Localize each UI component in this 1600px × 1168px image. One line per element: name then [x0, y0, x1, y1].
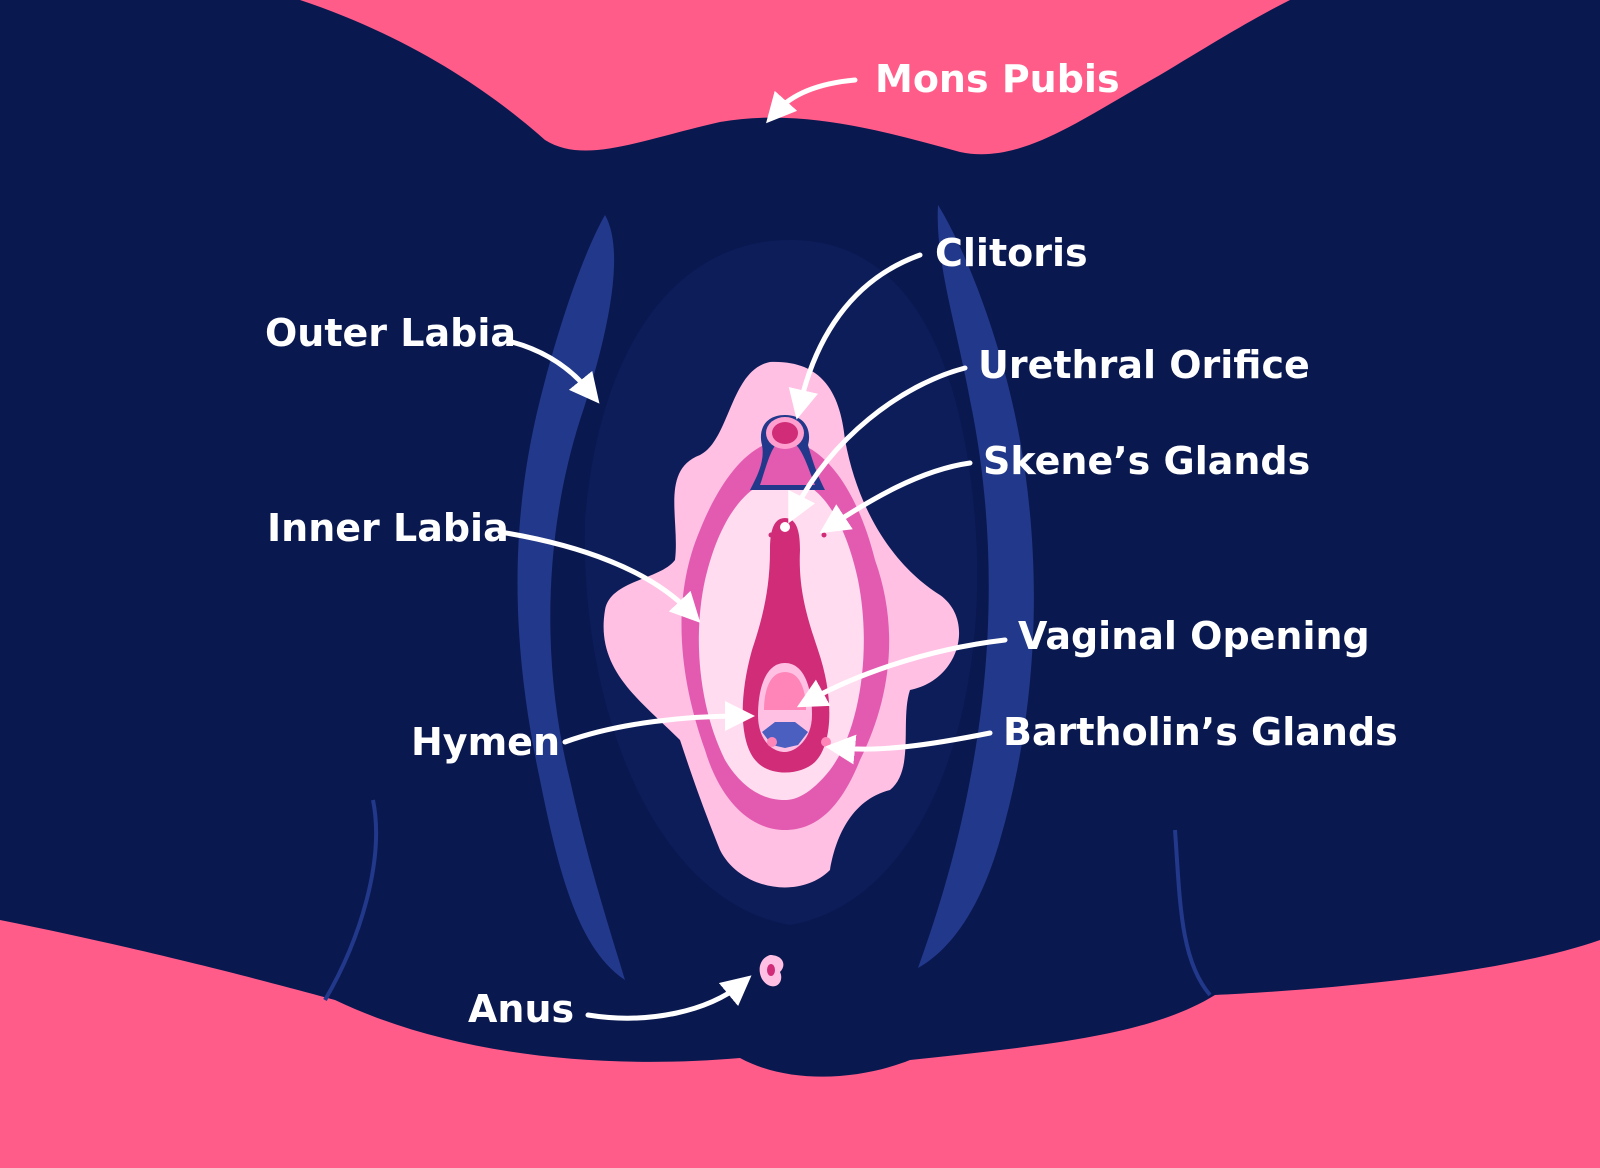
label-anus: Anus	[468, 987, 574, 1031]
outer-labia-left	[517, 215, 625, 980]
arrow-bartholins-glands	[825, 730, 993, 765]
label-bartholins-glands: Bartholin’s Glands	[1003, 710, 1398, 754]
clitoral-frenulum	[760, 440, 815, 485]
arrow-outer-labia	[509, 339, 600, 404]
arrow-mons-pubis	[766, 77, 858, 124]
label-inner-labia: Inner Labia	[267, 506, 509, 550]
thigh-crease-left	[323, 799, 378, 1002]
mons-pubis-region	[300, 0, 1290, 155]
anus-opening	[767, 964, 775, 976]
label-hymen: Hymen	[411, 720, 560, 764]
arrow-clitoris	[788, 252, 923, 420]
arrow-hymen	[562, 701, 755, 745]
arrow-urethral-orifice	[788, 365, 968, 524]
clitoris-glans	[772, 422, 798, 444]
arrow-inner-labia	[497, 529, 701, 623]
arrow-anus	[585, 975, 752, 1021]
thigh-crease-right	[1173, 829, 1212, 997]
vaginal-opening-inner	[764, 672, 806, 710]
skenes-gland-l	[768, 532, 774, 538]
label-mons-pubis: Mons Pubis	[875, 57, 1120, 101]
arrow-vaginal-opening	[796, 637, 1008, 708]
label-vaginal-opening: Vaginal Opening	[1018, 614, 1370, 658]
outer-labia-right	[918, 205, 1034, 968]
label-skenes-glands: Skene’s Glands	[983, 439, 1310, 483]
label-clitoris: Clitoris	[935, 231, 1088, 275]
bartholins-gland-left	[767, 737, 777, 747]
label-urethral-orifice: Urethral Orifice	[978, 343, 1310, 387]
label-outer-labia: Outer Labia	[265, 311, 516, 355]
thigh-buttock-region	[0, 920, 1600, 1168]
urethral-orifice	[780, 522, 790, 532]
bartholins-gland-right	[821, 737, 831, 747]
arrow-skenes-glands	[819, 460, 973, 534]
skenes-gland-left	[781, 534, 783, 536]
skenes-gland-r	[821, 532, 827, 538]
